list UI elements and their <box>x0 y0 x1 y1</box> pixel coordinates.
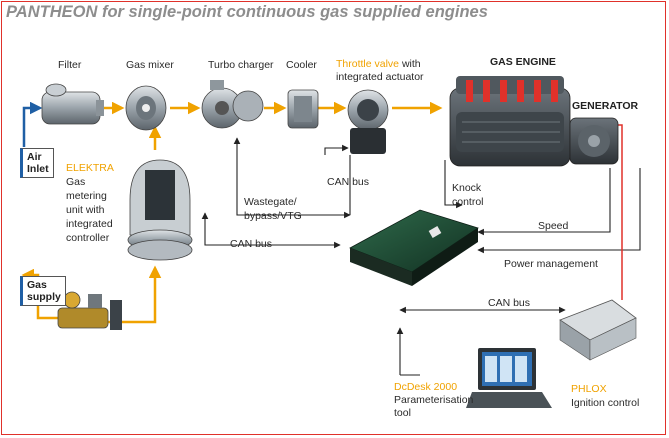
wastegate-label-2: bypass/VTG <box>244 210 302 222</box>
elektra-desc-1: Gas <box>66 176 86 188</box>
dcdesk-laptop-icon <box>466 348 552 408</box>
gas-engine-icon <box>449 76 571 167</box>
dcdesk-desc-2: tool <box>394 407 411 419</box>
speed-label: Speed <box>538 220 569 232</box>
generator-label: GENERATOR <box>572 100 639 112</box>
gas-mixer-label: Gas mixer <box>126 59 174 71</box>
filter-icon <box>41 83 104 125</box>
turbo-charger-label: Turbo charger <box>208 59 274 71</box>
generator-icon <box>569 117 619 165</box>
air-inlet-line2: Inlet <box>27 163 49 175</box>
diagram-title: PANTHEON for single-point continuous gas… <box>6 3 488 21</box>
elektra-label: ELEKTRA <box>66 162 114 174</box>
gas-mixer-icon <box>125 85 167 131</box>
gas-supply-line2: supply <box>27 291 61 303</box>
knock-control-label-2: control <box>452 196 484 208</box>
elektra-desc-4: integrated <box>66 218 113 230</box>
throttle-valve-suffix: with <box>399 58 421 70</box>
phlox-unit-icon <box>559 299 637 361</box>
cooler-icon <box>287 89 319 129</box>
gas-supply-line1: Gas <box>27 279 47 291</box>
throttle-valve-name: Throttle valve <box>336 58 400 70</box>
gas-engine-label: GAS ENGINE <box>490 56 556 68</box>
air-inlet-line1: Air <box>27 151 42 163</box>
can-bus-elektra-label: CAN bus <box>230 238 273 250</box>
phlox-label: PHLOX <box>571 383 607 395</box>
elektra-desc-5: controller <box>66 232 110 244</box>
knock-control-label-1: Knock <box>452 182 482 194</box>
phlox-desc: Ignition control <box>571 397 640 409</box>
signal-lines <box>201 137 641 376</box>
dcdesk-desc-1: Parameterisation <box>394 394 474 406</box>
throttle-valve-desc: integrated actuator <box>336 71 424 83</box>
gas-supply-train-icon <box>57 291 122 330</box>
elektra-unit-icon <box>127 159 193 261</box>
wastegate-label-1: Wastegate/ <box>244 196 297 208</box>
turbo-charger-icon <box>201 80 264 129</box>
air-inlet-box: Air Inlet <box>20 148 54 178</box>
can-bus-phlox-label: CAN bus <box>488 297 531 309</box>
throttle-valve-label: Throttle valve with <box>336 58 421 70</box>
elektra-desc-3: unit with <box>66 204 105 216</box>
power-management-label: Power management <box>504 258 598 270</box>
gas-supply-box: Gas supply <box>20 276 66 306</box>
air-inlet-flow-line <box>22 101 43 147</box>
cooler-label: Cooler <box>286 59 317 71</box>
filter-label: Filter <box>58 59 82 71</box>
central-ecu-icon <box>349 209 479 286</box>
can-bus-throttle-label: CAN bus <box>327 176 370 188</box>
elektra-desc-2: metering <box>66 190 107 202</box>
throttle-valve-icon <box>347 89 389 154</box>
dcdesk-label: DcDesk 2000 <box>394 381 458 393</box>
